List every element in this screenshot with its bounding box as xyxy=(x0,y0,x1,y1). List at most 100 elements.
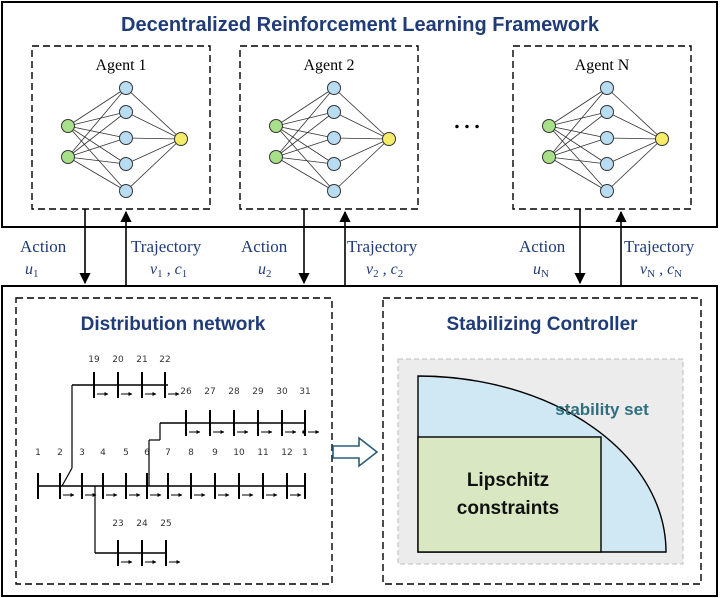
lipschitz-label-line1: Lipschitz xyxy=(467,470,549,491)
nn-hidden-node xyxy=(327,105,341,119)
agent-box-2 xyxy=(239,45,419,210)
framework-box xyxy=(1,1,718,228)
nn-edge xyxy=(548,156,608,192)
nn-hidden-node xyxy=(119,105,133,119)
trajectory-label-n: Trajectory xyxy=(624,237,695,256)
nn-edge xyxy=(125,87,182,140)
action-symbol-1: u1 xyxy=(25,261,39,280)
distribution-panel xyxy=(15,297,333,585)
nn-edge xyxy=(548,156,608,165)
nn-input-node xyxy=(542,150,556,164)
nn-edge xyxy=(333,137,390,140)
nn-edge xyxy=(67,137,127,158)
trajectory-label-1: Trajectory xyxy=(131,237,202,256)
agent-label-1: Agent 1 xyxy=(95,57,146,74)
nn-hidden-node xyxy=(327,81,341,95)
lipschitz-region xyxy=(417,436,602,553)
action-label-2: Action xyxy=(241,237,288,256)
bus-number: 22 xyxy=(159,355,170,365)
neural-network-1 xyxy=(61,81,188,198)
action-symbol-n: uN xyxy=(533,261,549,280)
nn-output-node xyxy=(174,132,188,146)
trajectory-symbol-1: v1 , c1 xyxy=(150,261,187,280)
nn-input-node xyxy=(61,150,75,164)
environment-box xyxy=(1,285,718,597)
bus-number: 30 xyxy=(276,387,288,397)
flow-arrow-icon xyxy=(332,436,379,468)
action-symbol-2: u2 xyxy=(258,261,272,280)
neural-network-2 xyxy=(269,81,396,198)
nn-hidden-node xyxy=(327,131,341,145)
nn-edge xyxy=(275,125,335,192)
bus-number: 4 xyxy=(100,448,106,458)
nn-edge xyxy=(67,156,127,165)
nn-hidden-node xyxy=(327,184,341,198)
nn-edge xyxy=(67,111,127,158)
bus-number: 12 xyxy=(281,448,292,458)
agent-box-1 xyxy=(31,45,211,210)
agent-label-n: Agent N xyxy=(575,57,630,74)
trajectory-label-2: Trajectory xyxy=(347,237,418,256)
nn-output-node xyxy=(655,132,669,146)
bus-number: 26 xyxy=(180,387,192,397)
nn-input-node xyxy=(269,119,283,133)
bus-number: 1 xyxy=(35,448,41,458)
nn-input-node xyxy=(269,150,283,164)
nn-edge xyxy=(606,138,663,165)
nn-hidden-node xyxy=(600,105,614,119)
nn-edge xyxy=(333,138,390,165)
lipschitz-label-line2: constraints xyxy=(457,498,559,519)
nn-edge xyxy=(275,87,335,127)
controller-title: Stabilizing Controller xyxy=(446,314,638,335)
neural-network-n xyxy=(542,81,669,198)
nn-edge xyxy=(125,111,182,140)
trajectory-symbol-2: v2 , c2 xyxy=(366,261,403,280)
nn-edge xyxy=(548,125,608,192)
nn-edge xyxy=(548,125,608,165)
nn-hidden-node xyxy=(119,184,133,198)
bus-number: 20 xyxy=(112,355,124,365)
nn-edge xyxy=(275,111,335,158)
trajectory-symbol-n: vN , cN xyxy=(640,261,682,280)
bus-number: 3 xyxy=(79,448,85,458)
distribution-title: Distribution network xyxy=(81,314,266,335)
action-label-n: Action xyxy=(519,237,566,256)
nn-input-node xyxy=(542,119,556,133)
nn-edge xyxy=(548,111,608,127)
nn-hidden-node xyxy=(600,131,614,145)
nn-edge xyxy=(333,87,390,140)
nn-output-node xyxy=(382,132,396,146)
bus-number: 28 xyxy=(228,387,240,397)
nn-edge xyxy=(67,156,127,192)
nn-hidden-node xyxy=(600,157,614,171)
nn-edge xyxy=(548,87,608,127)
nn-edge xyxy=(67,125,127,139)
nn-edge xyxy=(333,138,390,192)
nn-edge xyxy=(67,125,127,192)
bus-number: 6 xyxy=(144,448,150,458)
action-label-1: Action xyxy=(20,237,67,256)
nn-edge xyxy=(275,111,335,127)
nn-hidden-node xyxy=(327,157,341,171)
nn-hidden-node xyxy=(119,157,133,171)
bus-number: 10 xyxy=(233,448,245,458)
framework-title: Decentralized Reinforcement Learning Fra… xyxy=(121,14,600,36)
nn-edge xyxy=(67,87,127,158)
nn-edge xyxy=(67,87,127,127)
nn-hidden-node xyxy=(600,81,614,95)
nn-edge xyxy=(275,156,335,165)
nn-edge xyxy=(275,87,335,158)
bus-number: 23 xyxy=(112,519,123,529)
feeder-dot xyxy=(302,430,306,434)
bus-number: 8 xyxy=(188,448,194,458)
nn-edge xyxy=(275,156,335,192)
bus-number: 2 xyxy=(57,448,63,458)
nn-edge xyxy=(606,87,663,140)
nn-edge xyxy=(125,138,182,165)
nn-edge xyxy=(275,125,335,165)
nn-edge xyxy=(548,137,608,158)
bus-number: 25 xyxy=(160,519,171,529)
nn-edge xyxy=(606,138,663,192)
